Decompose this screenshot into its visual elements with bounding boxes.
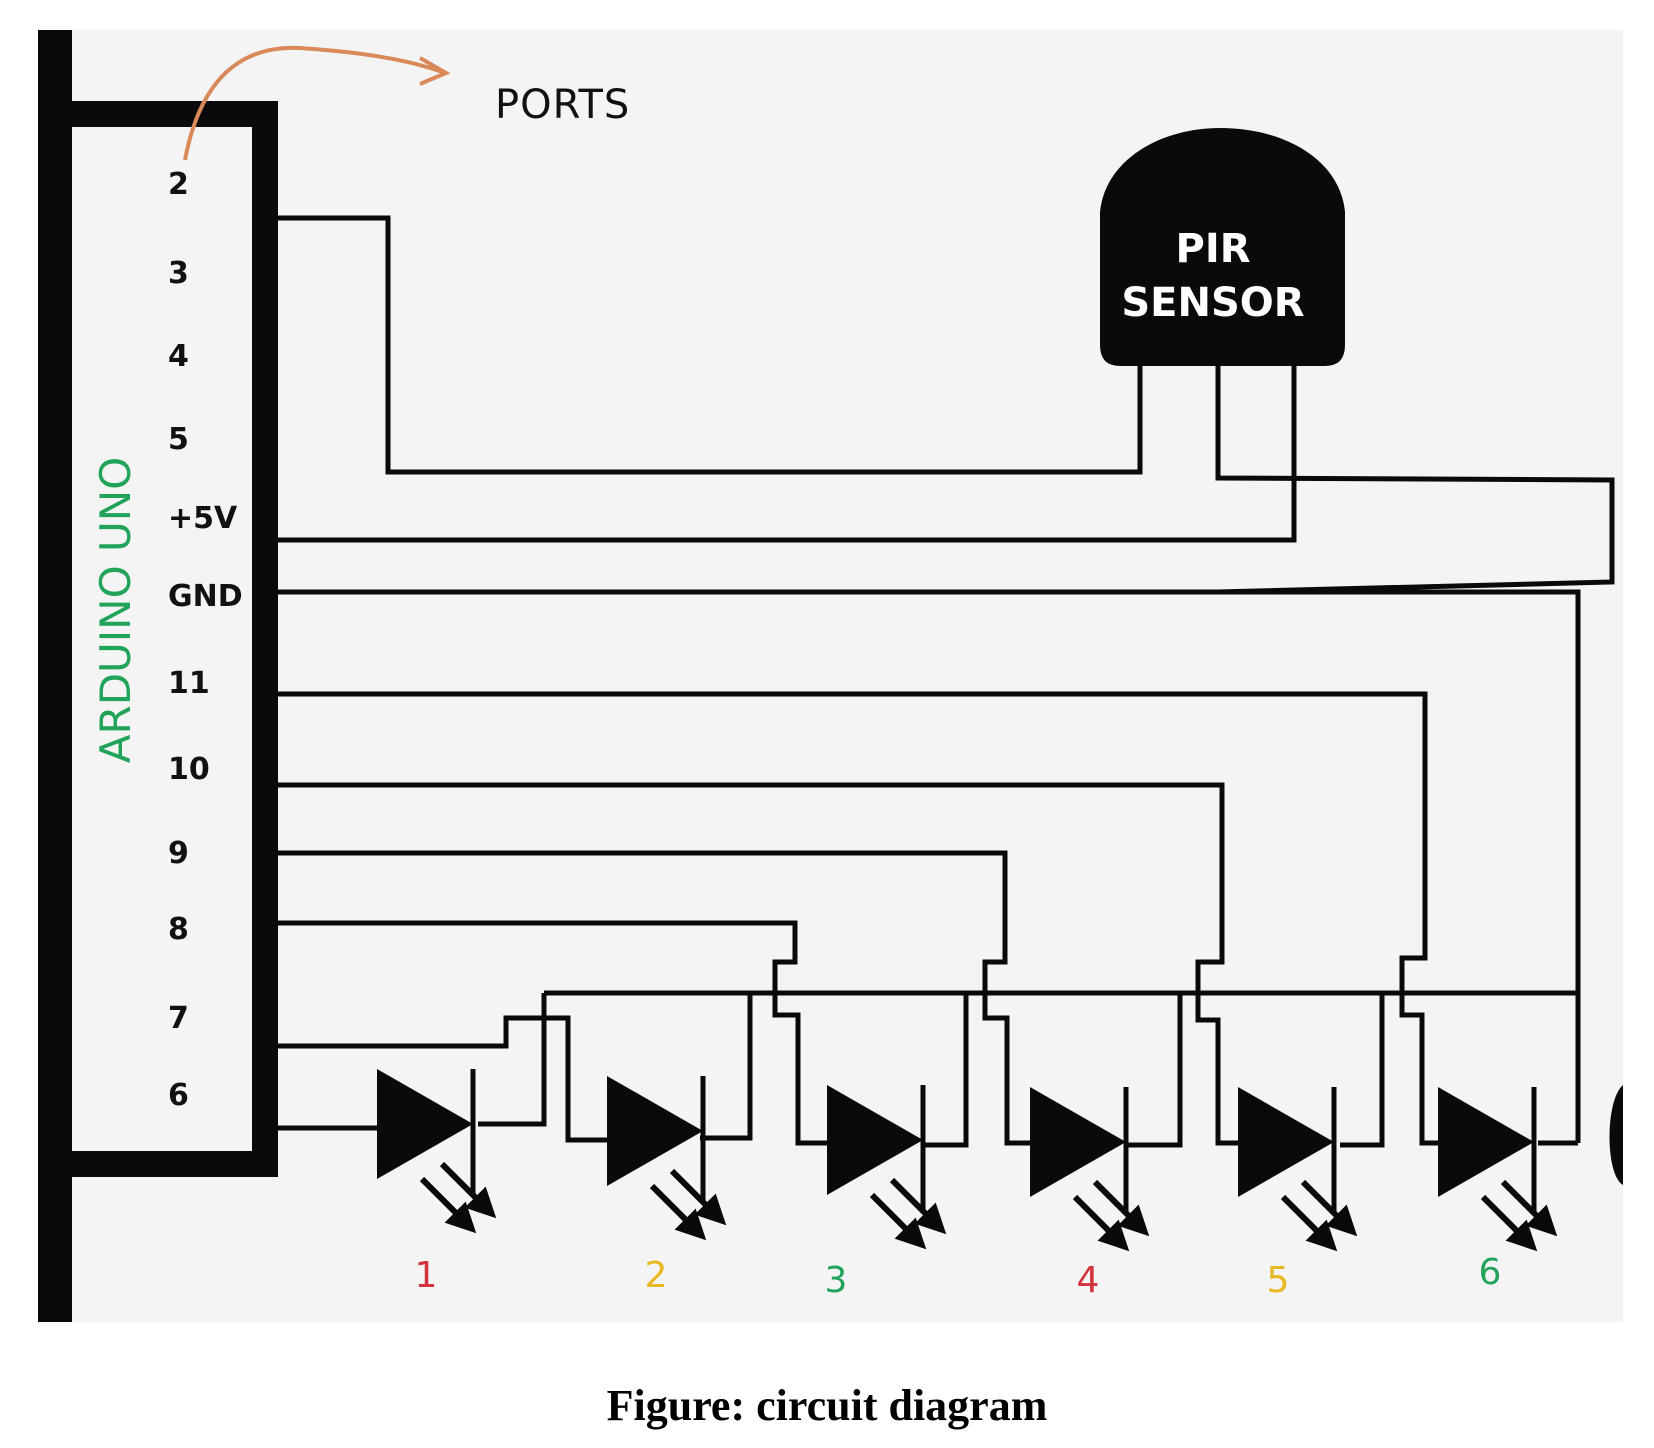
wire-pin10 <box>272 782 1316 1146</box>
led-5-symbol <box>1238 1087 1334 1197</box>
pin-label-6: 6 <box>168 1078 189 1113</box>
right-edge-component <box>1609 1085 1623 1185</box>
wire-led4-cathode <box>1125 993 1183 1148</box>
wire-5v-to-pir <box>258 366 1297 543</box>
pin-label-gnd: GND <box>168 579 243 614</box>
pin-label-10: 10 <box>168 752 210 787</box>
led-5 <box>1238 1087 1358 1252</box>
led-1-symbol <box>377 1069 473 1179</box>
circuit-diagram: ARDUINO UNO PORTS 2 3 4 5 +5V GND 11 10 … <box>38 30 1623 1322</box>
pir-sensor <box>1100 128 1345 366</box>
led-4 <box>1030 1087 1150 1252</box>
ports-label: PORTS <box>495 82 630 128</box>
led-6 <box>1438 1087 1558 1252</box>
pin-label-3: 3 <box>168 256 189 291</box>
led-1 <box>377 1069 497 1234</box>
led-2-symbol <box>607 1076 703 1186</box>
wire-pir-gnd-loop <box>1215 366 1615 595</box>
wire-led2-cathode <box>700 993 753 1141</box>
wire-led1-cathode <box>478 993 547 1127</box>
wire-led3-cathode <box>925 993 969 1148</box>
figure-caption: Figure: circuit diagram <box>606 1381 1048 1430</box>
pin-label-8: 8 <box>168 912 189 947</box>
wire-pin9 <box>272 850 1105 1146</box>
pin-label-2: 2 <box>168 167 189 202</box>
ports-arrow <box>183 45 443 161</box>
pin-label-7: 7 <box>168 1001 189 1036</box>
led-label-4: 4 <box>1077 1260 1100 1301</box>
led-6-symbol <box>1438 1087 1534 1197</box>
wire-pin2-to-pir <box>258 215 1143 475</box>
pin-label-5v: +5V <box>168 501 238 536</box>
led-2 <box>607 1076 727 1241</box>
wire-led5-cathode <box>1340 993 1385 1148</box>
led-label-6: 6 <box>1479 1252 1502 1293</box>
led-3-symbol <box>827 1085 923 1195</box>
wire-gnd-main <box>258 589 1581 1143</box>
pin-label-4: 4 <box>168 339 189 374</box>
ports-arrowhead <box>419 56 451 86</box>
led-label-3: 3 <box>825 1260 848 1301</box>
pin-label-5: 5 <box>168 422 189 457</box>
pir-sensor-label-line2: SENSOR <box>1121 280 1304 326</box>
wires <box>258 215 1615 1148</box>
wire-pin8 <box>272 920 895 1146</box>
pin-label-9: 9 <box>168 836 189 871</box>
pin-label-11: 11 <box>168 666 210 701</box>
led-4-symbol <box>1030 1087 1126 1197</box>
arduino-uno-label: ARDUINO UNO <box>91 457 140 763</box>
led-label-1: 1 <box>415 1255 438 1296</box>
arduino-board <box>46 101 278 1177</box>
wire-pin7 <box>272 1015 680 1143</box>
pir-sensor-label-line1: PIR <box>1176 226 1251 272</box>
wire-pin11 <box>258 691 1520 1146</box>
led-label-5: 5 <box>1267 1260 1290 1301</box>
led-label-2: 2 <box>645 1255 668 1296</box>
led-3 <box>827 1085 947 1250</box>
